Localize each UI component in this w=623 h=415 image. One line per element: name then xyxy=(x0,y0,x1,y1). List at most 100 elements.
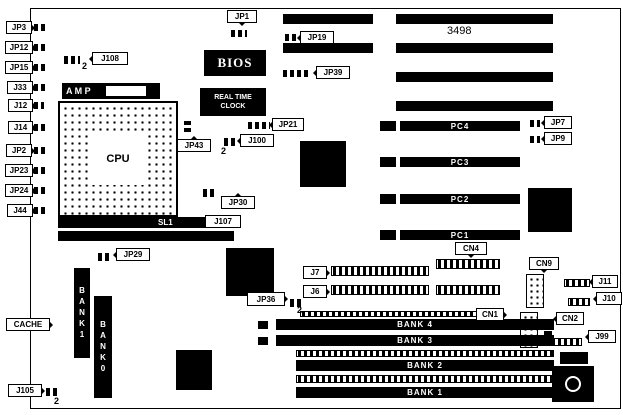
rtc-chip: REAL TIME CLOCK xyxy=(200,88,266,116)
jumper-jp15 xyxy=(34,64,48,71)
pci-slot-pc1: PC1 xyxy=(400,230,520,240)
callout-j7: J7 xyxy=(303,266,327,279)
isa-slot-segment xyxy=(396,72,553,82)
callout-j11: J11 xyxy=(592,275,618,288)
din-socket-icon xyxy=(565,376,581,392)
callout-jp3: JP3 xyxy=(6,21,32,34)
header-cn2 xyxy=(544,324,552,336)
callout-jp12: JP12 xyxy=(5,41,33,54)
pci-slot-notch xyxy=(380,121,396,131)
jumper-jp30 xyxy=(203,189,215,197)
callout-j10: J10 xyxy=(596,292,622,305)
isa-slot-segment xyxy=(283,14,373,24)
jumper-jp2 xyxy=(34,147,48,154)
simm-latch xyxy=(258,321,268,329)
sl1-slot-segment xyxy=(58,231,234,241)
jumper-jp3 xyxy=(34,24,46,31)
jumper-jp12 xyxy=(34,44,48,51)
jumper-j100 xyxy=(224,138,238,146)
sl1-slot-label: SL1 xyxy=(158,218,173,227)
pci-slot-notch xyxy=(380,194,396,204)
simm-pin-row xyxy=(296,375,554,383)
callout-j99: J99 xyxy=(588,330,616,343)
simm-latch xyxy=(258,337,268,345)
power-connector-label: A M P xyxy=(66,86,91,96)
jumper-jp39 xyxy=(283,70,311,77)
header-j99 xyxy=(550,338,582,346)
keyboard-din-connector xyxy=(552,366,594,402)
jumper-jp9 xyxy=(530,136,540,143)
callout-cn2: CN2 xyxy=(556,312,584,325)
callout-jp39: JP39 xyxy=(316,66,350,79)
pin1-marker-j108: 2 xyxy=(82,61,88,71)
header-j10 xyxy=(568,298,590,306)
jumper-j44 xyxy=(34,207,46,214)
jumper-j33 xyxy=(34,84,46,91)
callout-j100: J100 xyxy=(240,134,274,147)
jumper-jp21 xyxy=(248,122,270,129)
pci-slot-notch xyxy=(380,230,396,240)
jumper-j105 xyxy=(46,388,58,396)
rtc-chip-label-line1: REAL TIME xyxy=(214,94,252,101)
callout-j6: J6 xyxy=(303,285,327,298)
callout-jp43: JP43 xyxy=(177,139,211,152)
bios-chip-label: BIOS xyxy=(217,55,253,70)
isa-slot-segment xyxy=(396,43,553,53)
callout-cache: CACHE xyxy=(6,318,50,331)
callout-j33: J33 xyxy=(7,81,33,94)
board-part-number: 3498 xyxy=(447,25,472,37)
callout-jp23: JP23 xyxy=(5,164,33,177)
pci-slot-pc4: PC4 xyxy=(400,121,520,131)
header-cn1-extension xyxy=(436,285,500,295)
header-j6 xyxy=(331,285,429,295)
callout-jp1: JP1 xyxy=(227,10,257,23)
header-cn9 xyxy=(526,274,544,308)
jumper-jp43 xyxy=(184,121,191,135)
callout-j12: J12 xyxy=(8,99,33,112)
jumper-jp23 xyxy=(34,167,48,174)
callout-cn1: CN1 xyxy=(476,308,504,321)
jumper-jp19 xyxy=(285,34,297,41)
pin1-marker-j100: 2 xyxy=(221,146,227,156)
isa-slot-segment xyxy=(396,101,553,111)
bios-chip: BIOS xyxy=(204,50,266,76)
pci-slot-notch xyxy=(380,157,396,167)
isa-slot-segment xyxy=(283,43,373,53)
jumper-jp7 xyxy=(530,120,540,127)
callout-cn4: CN4 xyxy=(455,242,487,255)
jumper-jp24 xyxy=(34,187,48,194)
callout-jp15: JP15 xyxy=(5,61,33,74)
jumper-jp36 xyxy=(290,299,302,307)
callout-jp19: JP19 xyxy=(300,31,334,44)
callout-j108: J108 xyxy=(92,52,128,65)
callout-jp21: JP21 xyxy=(272,118,304,131)
cache-bank-1: BANK1 xyxy=(74,268,90,358)
simm-pin-row xyxy=(296,350,554,357)
callout-jp29: JP29 xyxy=(116,248,150,261)
callout-jp9: JP9 xyxy=(544,132,572,145)
simm-bank-4: BANK 4 xyxy=(276,319,554,330)
callout-jp36: JP36 xyxy=(247,292,285,306)
rtc-chip-label-line2: CLOCK xyxy=(220,103,246,110)
callout-jp7: JP7 xyxy=(544,116,572,129)
callout-jp24: JP24 xyxy=(5,184,33,197)
jumper-jp1 xyxy=(231,30,247,37)
simm-bank-1: BANK 1 xyxy=(296,387,554,398)
chipset-chip xyxy=(226,248,274,296)
callout-jp2: JP2 xyxy=(6,144,32,157)
cpu-label: CPU xyxy=(89,133,147,185)
io-controller-chip xyxy=(528,188,572,232)
controller-chip xyxy=(176,350,212,390)
pin1-marker-jp36: 2 xyxy=(297,305,303,315)
jumper-jp29 xyxy=(98,253,110,261)
jumper-j14 xyxy=(34,124,48,131)
chipset-chip xyxy=(300,141,346,187)
keyboard-connector-shield xyxy=(560,352,588,364)
pci-slot-pc2: PC2 xyxy=(400,194,520,204)
simm-bank-2: BANK 2 xyxy=(296,360,554,371)
callout-j44: J44 xyxy=(7,204,33,217)
callout-jp30: JP30 xyxy=(221,196,255,209)
callout-j107: J107 xyxy=(205,215,241,228)
callout-j105: J105 xyxy=(8,384,42,397)
